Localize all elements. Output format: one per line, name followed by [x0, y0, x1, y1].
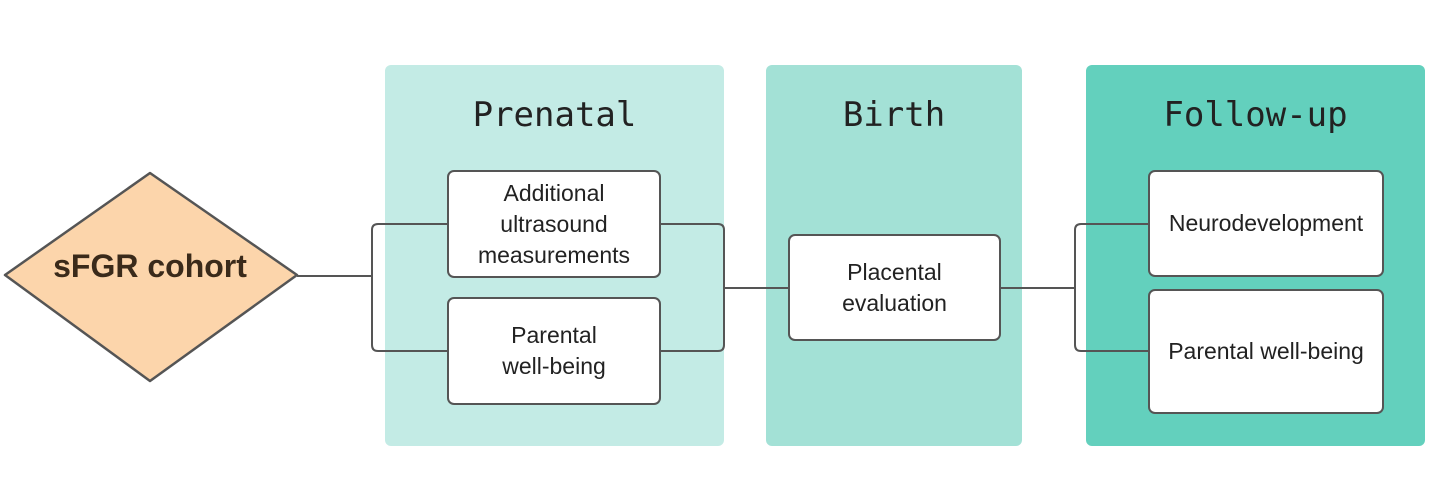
box-neurodevelopment: Neurodevelopment: [1148, 170, 1384, 277]
stage-title-birth: Birth: [842, 95, 946, 135]
connector-bracket-prenatal: [371, 223, 449, 352]
cohort-diamond: [3, 171, 299, 383]
connector-bracket-prenatal-right: [659, 223, 725, 352]
box-parental-well-being-prenatal: Parental well-being: [447, 297, 661, 405]
box-additional-ultrasound: Additional ultrasound measurements: [447, 170, 661, 278]
box-parental-well-being-follow-up: Parental well-being: [1148, 289, 1384, 414]
box-placental-evaluation: Placental evaluation: [788, 234, 1001, 341]
cohort-label: sFGR cohort: [53, 248, 247, 284]
connector-bracket-follow-up: [1074, 223, 1150, 352]
stage-title-follow-up: Follow-up: [1163, 95, 1348, 135]
stage-title-prenatal: Prenatal: [472, 95, 637, 135]
